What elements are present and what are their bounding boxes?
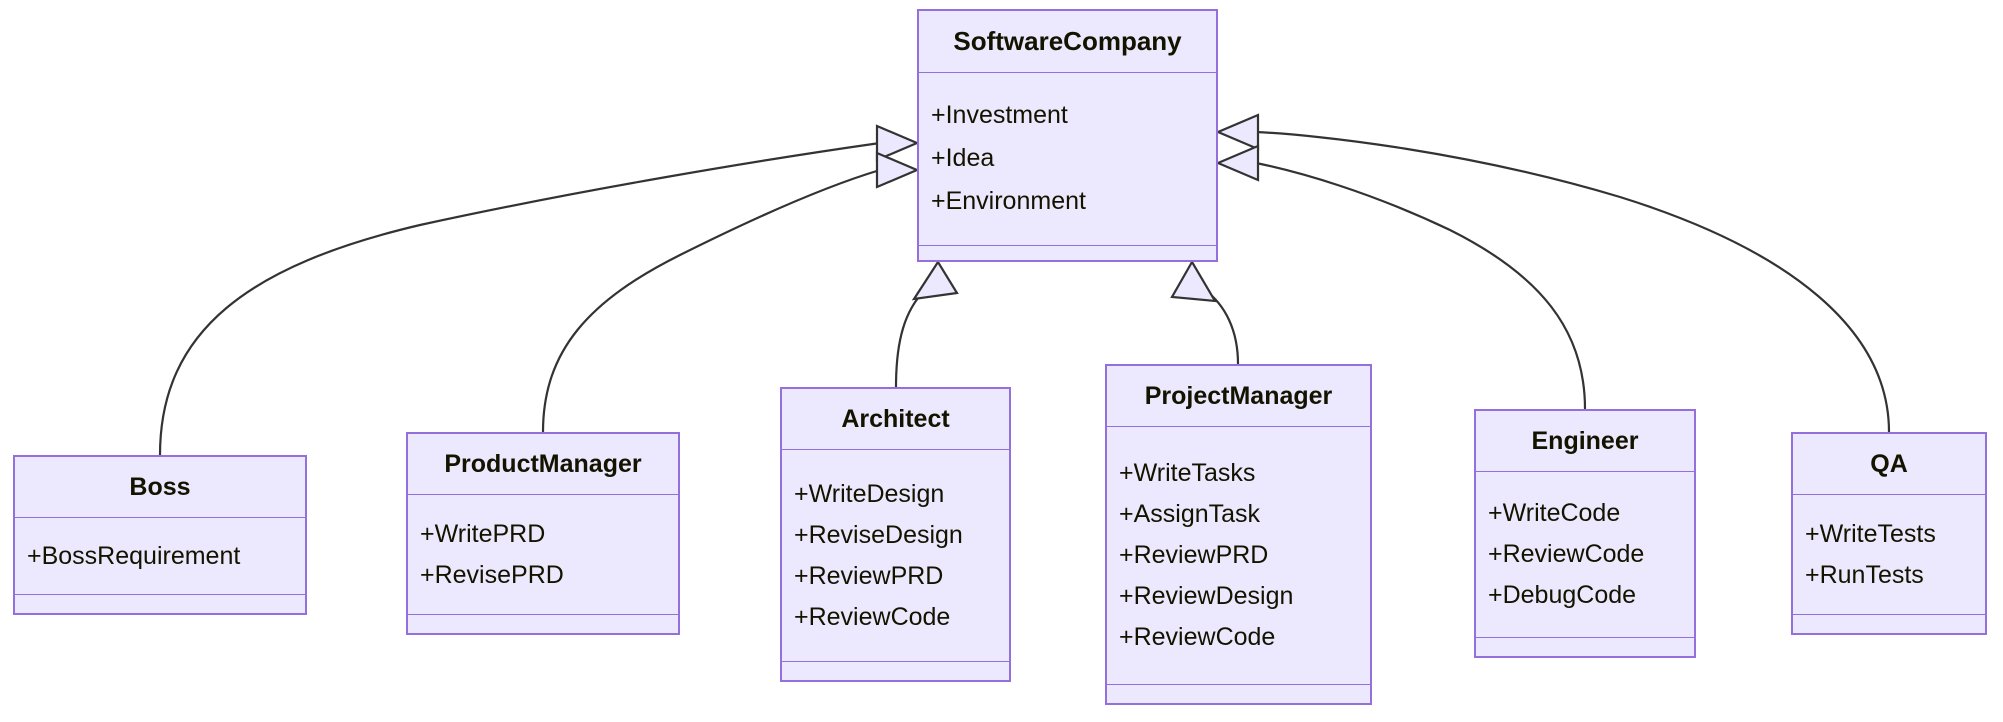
class-node-boss[interactable]: Boss +BossRequirement [13,455,307,615]
edge-architect-line [894,289,926,388]
class-attributes-project-manager: +WriteTasks +AssignTask +ReviewPRD +Revi… [1107,427,1370,685]
class-node-software-company[interactable]: SoftwareCompany +Investment +Idea +Envir… [917,9,1218,262]
class-attribute: +AssignTask [1119,500,1261,528]
class-title-software-company: SoftwareCompany [919,11,1216,73]
arrowhead-project-manager [1170,259,1218,303]
class-attribute: +BossRequirement [27,541,241,570]
class-attributes-architect: +WriteDesign +ReviseDesign +ReviewPRD +R… [782,450,1009,662]
class-attribute: +ReviewPRD [1119,541,1269,569]
class-attributes-boss: +BossRequirement [15,518,305,595]
class-methods-software-company [919,246,1216,260]
class-attribute: +WriteDesign [794,479,945,508]
class-node-product-manager[interactable]: ProductManager +WritePRD +RevisePRD [406,432,680,635]
class-attribute: +ReviewCode [794,602,951,631]
class-methods-boss [15,595,305,613]
class-attributes-qa: +WriteTests +RunTests [1793,495,1985,615]
edge-project-manager-line [1204,289,1240,365]
class-attribute: +DebugCode [1488,581,1637,609]
arrowhead-qa [1215,113,1260,151]
class-node-engineer[interactable]: Engineer +WriteCode +ReviewCode +DebugCo… [1474,409,1696,658]
class-attributes-engineer: +WriteCode +ReviewCode +DebugCode [1476,472,1694,638]
class-attribute: +ReviewDesign [1119,582,1294,610]
class-methods-project-manager [1107,685,1370,703]
class-title-project-manager: ProjectManager [1107,366,1370,427]
class-title-engineer: Engineer [1476,411,1694,472]
class-title-architect: Architect [782,389,1009,450]
class-title-qa: QA [1793,434,1985,495]
class-attribute: +WriteTasks [1119,459,1256,487]
class-title-boss: Boss [15,457,305,518]
arrowhead-architect [911,259,959,301]
class-node-project-manager[interactable]: ProjectManager +WriteTasks +AssignTask +… [1105,364,1372,705]
class-attributes-product-manager: +WritePRD +RevisePRD [408,495,678,615]
arrowhead-engineer [1215,144,1260,182]
class-methods-engineer [1476,638,1694,656]
arrowhead-product-manager [875,151,920,189]
class-attribute: +RunTests [1805,560,1924,589]
class-attribute: +ReviseDesign [794,520,963,549]
class-attribute: +Environment [931,187,1086,216]
class-attribute: +WriteCode [1488,499,1621,527]
class-methods-architect [782,662,1009,680]
class-attribute: +ReviewCode [1119,623,1276,651]
arrowhead-boss [875,124,920,162]
edge-boss-line [158,141,881,456]
class-node-qa[interactable]: QA +WriteTests +RunTests [1791,432,1987,635]
class-attribute: +ReviewCode [1488,540,1645,568]
class-methods-qa [1793,615,1985,633]
class-attribute: +ReviewPRD [794,561,944,590]
class-title-product-manager: ProductManager [408,434,678,495]
class-attribute: +RevisePRD [420,560,564,589]
class-attribute: +Idea [931,144,995,173]
class-attribute: +WriteTests [1805,519,1936,548]
class-attribute: +Investment [931,101,1068,130]
class-node-architect[interactable]: Architect +WriteDesign +ReviseDesign +Re… [780,387,1011,682]
class-attributes-software-company: +Investment +Idea +Environment [919,73,1216,246]
class-methods-product-manager [408,615,678,633]
class-attribute: +WritePRD [420,519,546,548]
